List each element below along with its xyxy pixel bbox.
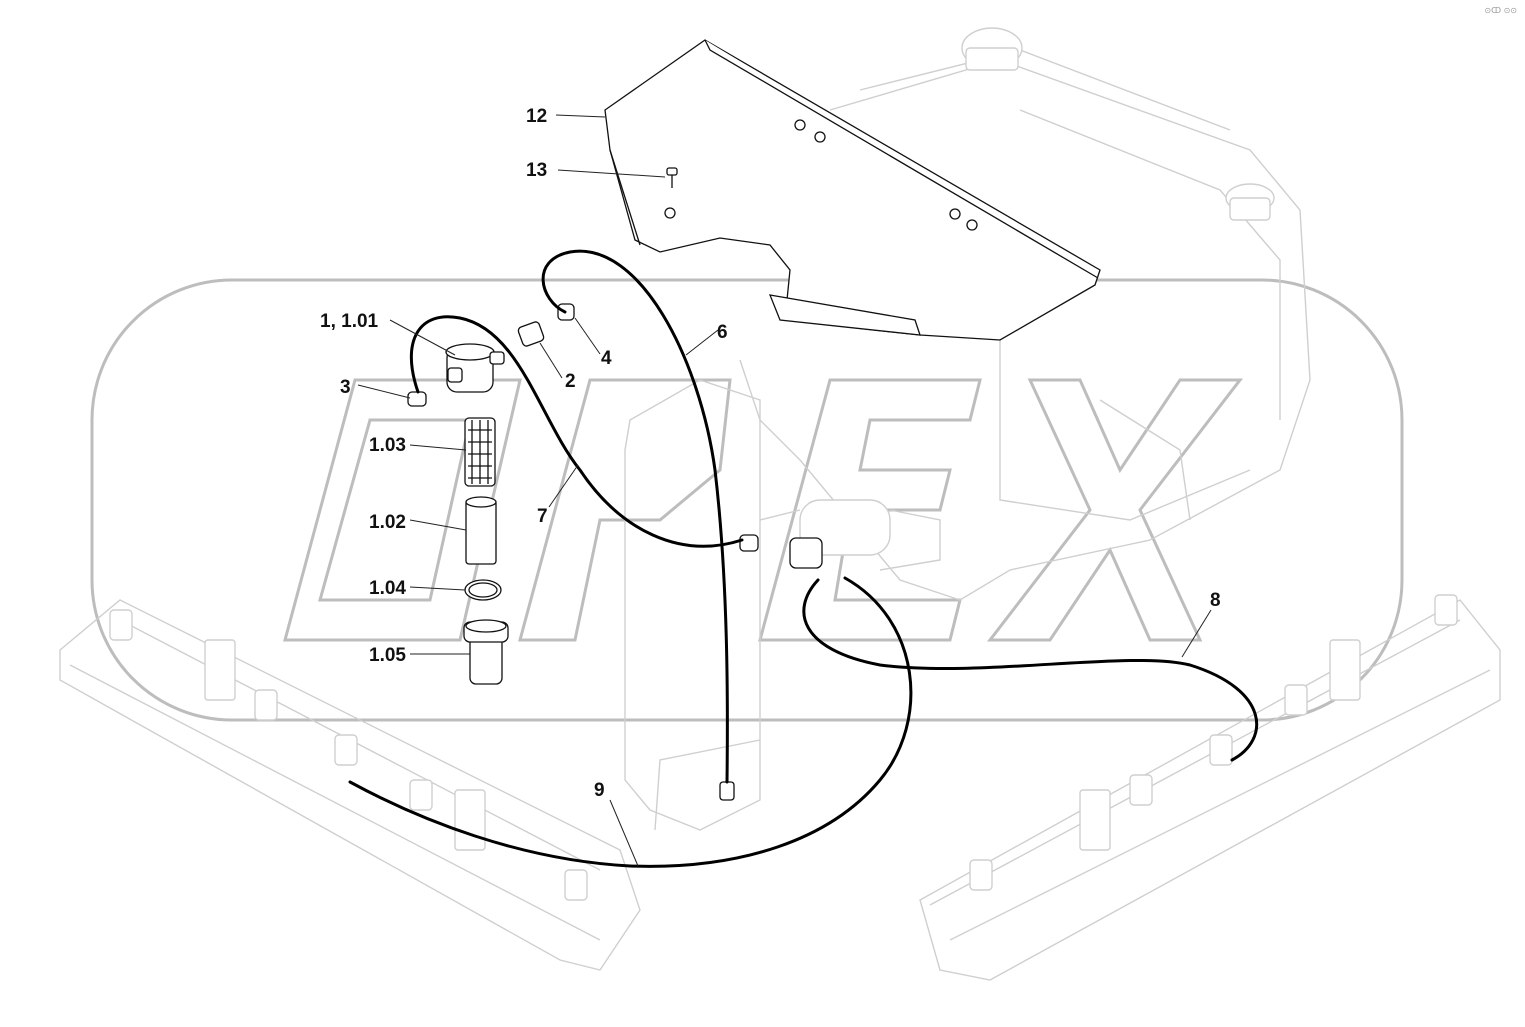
callout-1-04: 1.04 (369, 578, 406, 599)
callout-13: 13 (526, 160, 547, 181)
callout-12: 12 (526, 106, 547, 127)
cartridge-part-1-02 (465, 496, 497, 565)
strainer-part-1-03 (464, 417, 496, 487)
filter-housing-part-1 (445, 343, 505, 393)
adapter-part-2 (517, 321, 545, 347)
callout-1-101: 1, 1.01 (320, 311, 379, 332)
hose-7 (409, 315, 744, 548)
callout-1-02: 1.02 (369, 512, 406, 533)
callout-4: 4 (601, 348, 612, 369)
callout-9: 9 (594, 780, 605, 801)
bracket-part-12 (604, 39, 1101, 341)
callout-8: 8 (1210, 590, 1221, 611)
tank-outlet-fitting (719, 781, 735, 801)
elbow-fitting-part-3 (407, 391, 427, 407)
leader-lines (357, 114, 1212, 867)
callout-3: 3 (340, 377, 351, 398)
hose-8 (802, 578, 1259, 762)
callout-7: 7 (537, 506, 548, 527)
filter-bowl-part-1-05 (463, 619, 509, 685)
callout-2: 2 (565, 371, 576, 392)
hose-6 (541, 249, 729, 784)
pump-inlet-fitting (739, 534, 759, 552)
hose-9 (348, 576, 913, 868)
callout-labels: 12 13 1, 1.01 6 4 2 3 1.03 7 1.02 1.04 1… (320, 106, 1221, 801)
callout-6: 6 (717, 322, 728, 343)
o-ring-part-1-04 (464, 579, 502, 601)
callout-1-03: 1.03 (369, 435, 406, 456)
callout-1-05: 1.05 (369, 645, 406, 666)
corner-mark: ⊙ↀ ⊙⊙ (1484, 6, 1517, 15)
bolt-part-13 (666, 167, 678, 188)
watermark-logo (90, 278, 1404, 722)
pump-connector (789, 537, 823, 569)
machine-frame-ghost (59, 27, 1501, 981)
